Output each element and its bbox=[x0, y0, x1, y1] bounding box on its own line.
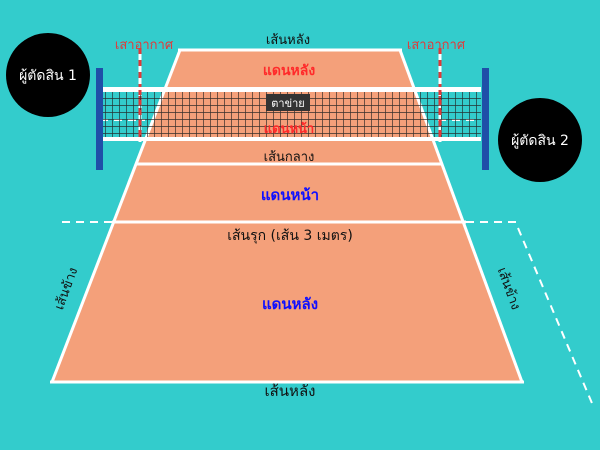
referee-1-circle bbox=[6, 33, 90, 117]
label-antenna-left: เสาอากาศ bbox=[115, 38, 174, 53]
label-center-line: เส้นกลาง bbox=[264, 150, 315, 165]
label-back-line-far: เส้นหลัง bbox=[266, 33, 310, 48]
label-antenna-right: เสาอากาศ bbox=[407, 38, 466, 53]
label-back-zone-far: แดนหลัง bbox=[263, 63, 315, 79]
label-side-line-right: เส้นข้าง bbox=[494, 266, 523, 312]
label-side-line-left: เส้นข้าง bbox=[52, 266, 81, 312]
label-back-zone-near: แดนหลัง bbox=[262, 295, 318, 313]
label-referee-2: ผู้ตัดสิน 2 bbox=[511, 133, 569, 149]
referee-2-circle bbox=[498, 98, 582, 182]
left-net-post bbox=[96, 68, 103, 170]
label-attack-line: เส้นรุก (เส้น 3 เมตร) bbox=[227, 228, 353, 244]
net-bottom-band bbox=[103, 137, 481, 141]
right-side-line-extension bbox=[517, 227, 595, 409]
net-top-band bbox=[103, 87, 481, 92]
label-back-line-near: เส้นหลัง bbox=[265, 382, 316, 400]
label-net: ตาข่าย bbox=[271, 97, 304, 110]
right-net-post bbox=[482, 68, 489, 170]
net-label-bg bbox=[266, 94, 310, 111]
label-front-zone-near: แดนหน้า bbox=[261, 186, 319, 204]
label-front-zone-far: แดนหน้า bbox=[264, 121, 314, 137]
label-referee-1: ผู้ตัดสิน 1 bbox=[19, 68, 77, 84]
